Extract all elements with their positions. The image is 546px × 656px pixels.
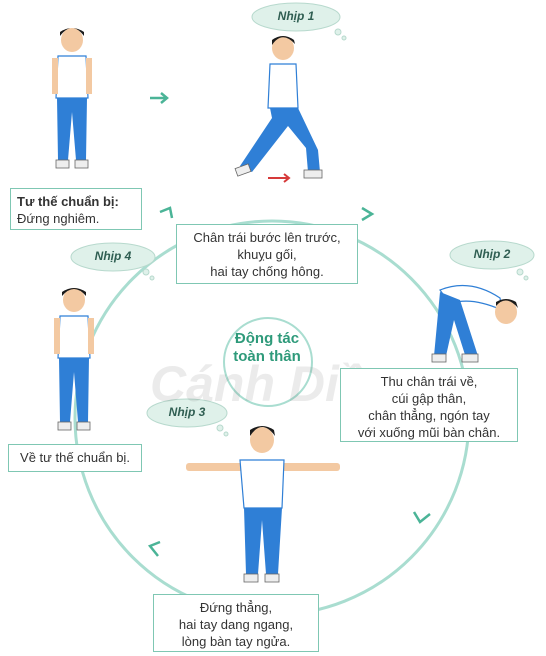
caption-beat2-line3: chân thẳng, ngón tay: [368, 408, 490, 423]
cycle-arrow-bottom: [147, 540, 161, 557]
beat4-label: Nhịp 4: [94, 249, 132, 263]
beat1-label: Nhịp 1: [277, 9, 315, 23]
cloud-beat4: [70, 242, 156, 281]
caption-beat2: Thu chân trái về, cúi gập thân, chân thẳ…: [340, 368, 518, 442]
center-title-line2: toàn thân: [233, 348, 301, 365]
cycle-arrow-top: [361, 206, 375, 222]
center-title: Động tác toàn thân: [208, 330, 326, 366]
cycle-arrow-right: [412, 511, 431, 524]
arrow-prepare-to-beat1: [150, 92, 169, 104]
caption-beat2-line4: với xuống mũi bàn chân.: [357, 425, 501, 440]
figure-beat3: [186, 426, 340, 583]
cloud-beat2: [449, 240, 535, 281]
cycle-arrow-left: [159, 206, 174, 219]
cloud-beat3: [146, 398, 229, 437]
caption-prepare: Tư thế chuẩn bị: Đứng nghiêm.: [10, 188, 142, 230]
caption-beat4-line1: Về tư thế chuẩn bị.: [20, 450, 130, 465]
figure-prepare: [52, 28, 92, 169]
caption-beat3-line3: lòng bàn tay ngửa.: [181, 634, 291, 649]
figure-beat1: [234, 36, 323, 179]
caption-beat2-line2: cúi gập thân,: [391, 391, 467, 406]
figure-beat2: [431, 284, 518, 363]
caption-beat3: Đứng thẳng, hai tay dang ngang, lòng bàn…: [153, 594, 319, 652]
caption-beat2-line1: Thu chân trái về,: [380, 374, 478, 389]
caption-beat1: Chân trái bước lên trước, khuỵu gối, hai…: [176, 224, 358, 284]
step-arrow-icon: [268, 173, 291, 183]
center-title-line1: Động tác: [234, 330, 300, 347]
figure-beat4: [54, 288, 94, 431]
caption-beat3-line2: hai tay dang ngang,: [178, 617, 294, 632]
caption-prepare-line1: Tư thế chuẩn bị:: [17, 194, 119, 209]
beat3-label: Nhịp 3: [168, 405, 206, 419]
inner-circle: [223, 317, 313, 407]
caption-beat4: Về tư thế chuẩn bị.: [8, 444, 142, 472]
caption-beat1-line3: hai tay chống hông.: [210, 264, 324, 279]
cloud-beat1: [251, 2, 347, 41]
caption-beat3-line1: Đứng thẳng,: [199, 600, 273, 615]
caption-beat1-line2: khuỵu gối,: [237, 247, 297, 262]
caption-beat1-line1: Chân trái bước lên trước,: [193, 230, 341, 245]
beat2-label: Nhịp 2: [473, 247, 511, 261]
caption-prepare-line2: Đứng nghiêm.: [17, 211, 100, 226]
